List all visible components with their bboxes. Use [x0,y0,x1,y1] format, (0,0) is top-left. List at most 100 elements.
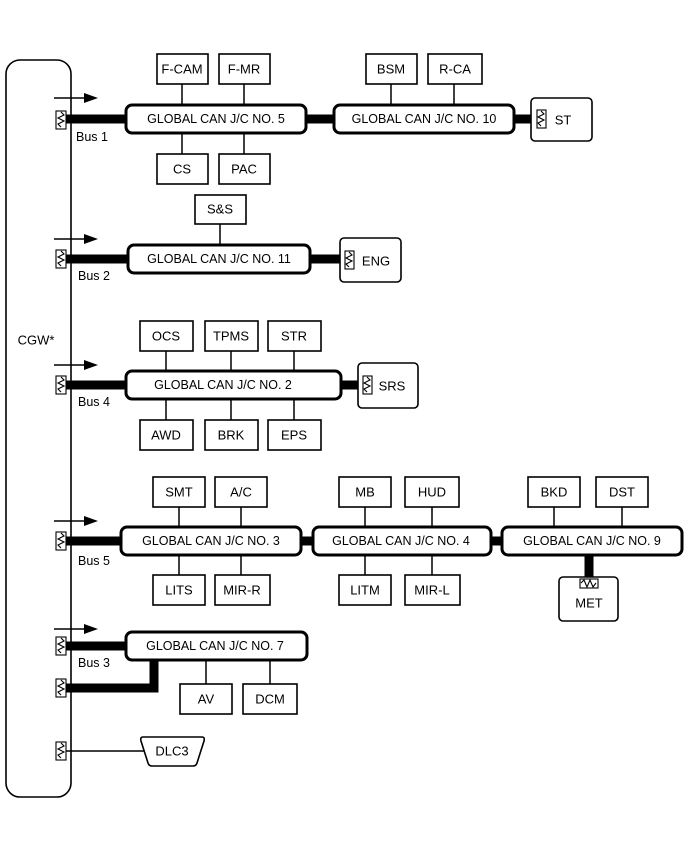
ecu-cs: CS [156,153,209,185]
ecu-ss: S&S [194,194,247,225]
jc7-box: GLOBAL CAN J/C NO. 7 [124,630,309,662]
bus4-label: Bus 4 [78,395,110,409]
ecu-srs-label: SRS [379,379,406,394]
ecu-av-label: AV [198,692,215,707]
bus5-arrowhead-icon [84,516,98,526]
ecu-dcm-label: DCM [255,692,285,707]
ecu-tpms: TPMS [204,320,259,352]
ecu-pac-label: PAC [231,162,257,177]
jc3-box: GLOBAL CAN J/C NO. 3 [119,525,303,557]
ecu-brk: BRK [204,419,259,451]
ecu-rca: R-CA [427,53,483,85]
ecu-fmr: F-MR [218,53,271,85]
ecu-hud: HUD [404,476,460,508]
ecu-cs-label: CS [173,162,191,177]
ecu-ac-label: A/C [230,485,252,500]
bus2-group: Bus 2 GLOBAL CAN J/C NO. 11 S&S ENG [54,194,402,283]
bus3-resistor-zigzag-icon [56,637,66,654]
ecu-eng: ENG [339,237,402,283]
ecu-mirl: MIR-L [404,574,461,606]
ecu-smt: SMT [152,476,206,508]
jc2-label: GLOBAL CAN J/C NO. 2 [154,378,292,392]
ecu-smt-label: SMT [165,485,193,500]
bus4-resistor-zigzag-icon [56,376,66,393]
jc5-label: GLOBAL CAN J/C NO. 5 [147,112,285,126]
bus1-arrowhead-icon [84,93,98,103]
ecu-hud-label: HUD [418,485,446,500]
ecu-mirl-label: MIR-L [414,583,449,598]
bus3-arrowhead-icon [84,624,98,634]
bus3-group: Bus 3 GLOBAL CAN J/C NO. 7 AV DCM [54,624,309,715]
jc10-box: GLOBAL CAN J/C NO. 10 [332,103,516,135]
ecu-st-label: ST [555,113,572,128]
ecu-fcam: F-CAM [156,53,209,85]
ecu-bsm: BSM [365,53,418,85]
bus4-arrowhead-icon [84,360,98,370]
ecu-dst-label: DST [609,485,635,500]
bus3-label: Bus 3 [78,656,110,670]
dlc3-group: DLC3 [55,736,206,767]
ecu-ocs-label: OCS [152,329,181,344]
bus4-group: Bus 4 GLOBAL CAN J/C NO. 2 OCS TPMS STR … [54,320,419,451]
ecu-ocs: OCS [139,320,194,352]
jc4-label: GLOBAL CAN J/C NO. 4 [332,534,470,548]
ecu-mb-label: MB [355,485,375,500]
ecu-av: AV [179,683,233,715]
ecu-eps: EPS [267,419,322,451]
bus2-label: Bus 2 [78,269,110,283]
jc10-label: GLOBAL CAN J/C NO. 10 [352,112,497,126]
bus1-resistor-zigzag-icon [56,111,66,128]
ecu-awd: AWD [139,419,194,451]
ecu-dst: DST [595,476,649,508]
ecu-awd-label: AWD [151,428,181,443]
ecu-brk-label: BRK [218,428,245,443]
ecu-dcm: DCM [242,683,298,715]
ecu-mb: MB [338,476,392,508]
jc2-box: GLOBAL CAN J/C NO. 2 [124,369,343,401]
ecu-litm-label: LITM [350,583,380,598]
bus5-label: Bus 5 [78,554,110,568]
jc7-label: GLOBAL CAN J/C NO. 7 [146,639,284,653]
bus2-resistor-zigzag-icon [56,250,66,267]
ecu-bsm-label: BSM [377,62,405,77]
bus3b-resistor-zigzag-icon [56,679,66,696]
ecu-pac: PAC [218,153,271,185]
ecu-tpms-label: TPMS [213,329,249,344]
ecu-eps-label: EPS [281,428,307,443]
jc3-label: GLOBAL CAN J/C NO. 3 [142,534,280,548]
cgw-gateway: CGW* [5,59,72,798]
ecu-st: ST [530,97,593,142]
ecu-fmr-label: F-MR [228,62,261,77]
jc5-box: GLOBAL CAN J/C NO. 5 [124,103,308,135]
jc4-box: GLOBAL CAN J/C NO. 4 [311,525,493,557]
jc11-box: GLOBAL CAN J/C NO. 11 [126,243,312,275]
ecu-fcam-label: F-CAM [161,62,202,77]
ecu-ss-label: S&S [207,202,233,217]
ecu-bkd-label: BKD [541,485,568,500]
cgw-label: CGW* [18,333,55,348]
srs-resistor-zigzag-icon [362,376,372,393]
bus2-arrowhead-icon [84,234,98,244]
bus3-return-line [66,660,159,693]
jc9-box: GLOBAL CAN J/C NO. 9 [500,525,684,557]
ecu-lits-label: LITS [165,583,193,598]
dlc3-resistor-zigzag-icon [56,742,66,759]
ecu-mirr-label: MIR-R [223,583,261,598]
bus5-group: Bus 5 GLOBAL CAN J/C NO. 3 GLOBAL CAN J/… [54,476,684,622]
jc9-label: GLOBAL CAN J/C NO. 9 [523,534,661,548]
ecu-mirr: MIR-R [214,574,271,606]
dlc3-label: DLC3 [155,744,188,759]
ecu-rca-label: R-CA [439,62,471,77]
bus1-group: Bus 1 GLOBAL CAN J/C NO. 5 GLOBAL CAN J/… [54,53,593,185]
dlc3-connector: DLC3 [139,736,206,767]
ecu-litm: LITM [338,574,392,606]
ecu-str-label: STR [281,329,307,344]
ecu-eng-label: ENG [362,254,390,269]
ecu-lits: LITS [152,574,206,606]
ecu-ac: A/C [214,476,268,508]
ecu-met: MET [558,576,619,622]
ecu-met-label: MET [575,596,603,611]
ecu-srs: SRS [357,362,419,409]
eng-resistor-zigzag-icon [344,251,354,268]
